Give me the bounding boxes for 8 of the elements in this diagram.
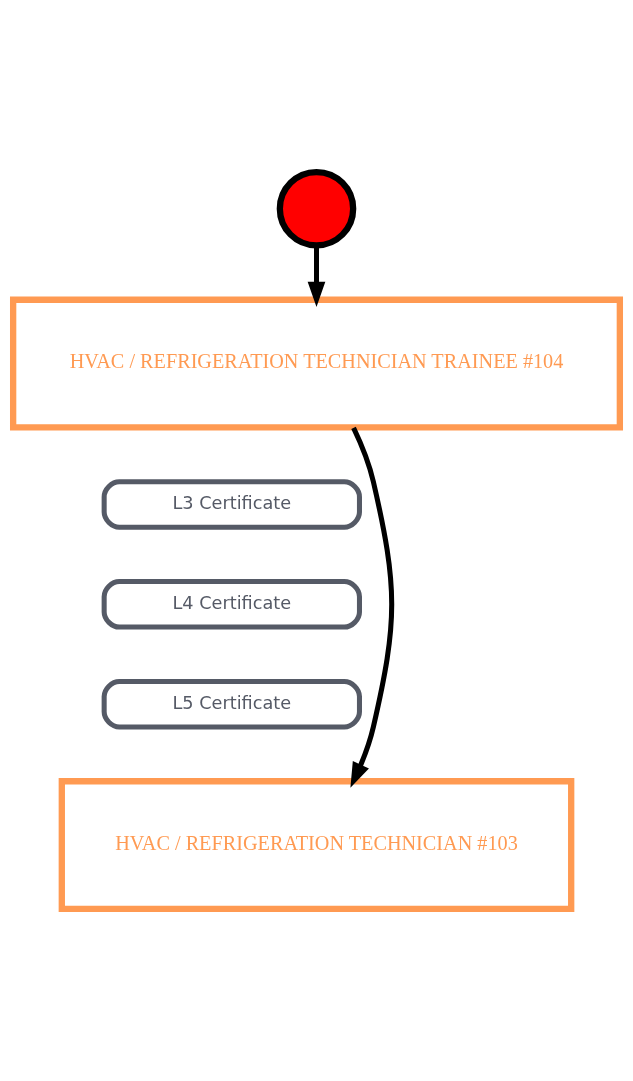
arrow bbox=[307, 245, 326, 307]
node-box: L5 Certificate bbox=[101, 678, 362, 730]
node-circle bbox=[276, 168, 357, 249]
node-box: HVAC / REFRIGERATION TECHNICIAN TRAINEE #104 bbox=[10, 296, 623, 431]
arrow bbox=[350, 426, 395, 788]
node-box: L4 Certificate bbox=[101, 579, 362, 630]
node-box: HVAC / REFRIGERATION TECHNICIAN #103 bbox=[58, 778, 575, 913]
node-box: L3 Certificate bbox=[101, 479, 362, 530]
